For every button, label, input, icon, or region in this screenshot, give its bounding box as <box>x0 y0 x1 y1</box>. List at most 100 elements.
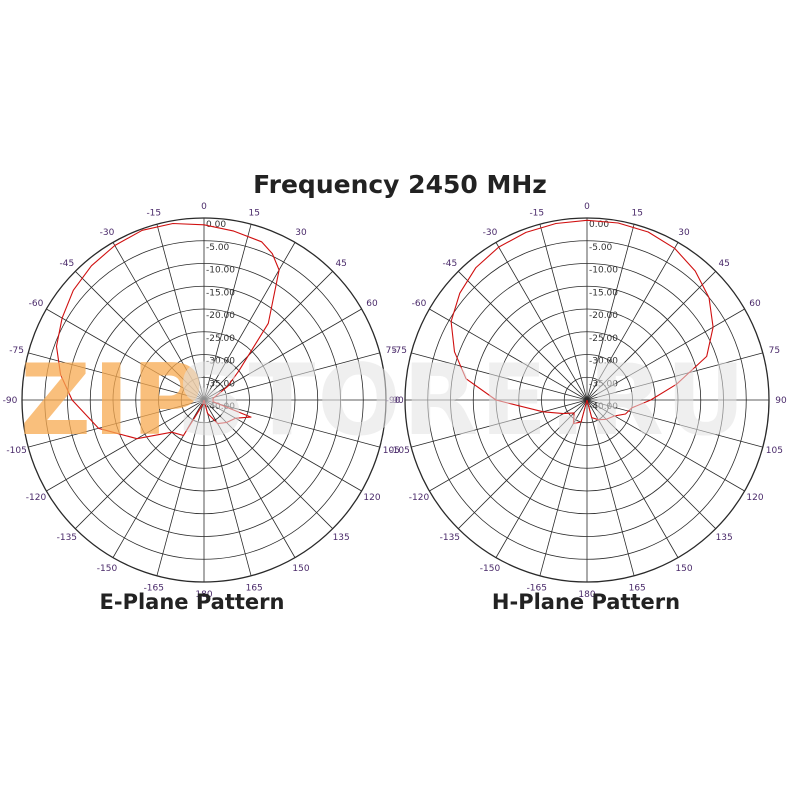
ring-value-label: -25.00 <box>589 334 618 344</box>
grid-spoke <box>75 271 205 401</box>
grid-spoke <box>203 308 362 401</box>
angle-tick-label: 45 <box>718 259 729 269</box>
angle-tick-label: 135 <box>333 533 350 543</box>
angle-tick-label: 180 <box>195 590 212 600</box>
grid-spoke <box>156 399 205 576</box>
angle-tick-label: 150 <box>675 564 692 574</box>
angle-tick-label: -135 <box>440 533 460 543</box>
grid-spoke <box>458 271 588 401</box>
angle-tick-label: -150 <box>97 564 118 574</box>
angle-tick-label: -90 <box>386 396 401 406</box>
angle-tick-label: 120 <box>363 493 380 503</box>
angle-tick-label: 180 <box>578 590 595 600</box>
grid-spoke <box>203 242 296 401</box>
angle-tick-label: -135 <box>57 533 77 543</box>
angle-tick-label: 15 <box>248 209 259 219</box>
ring-value-label: -35.00 <box>206 379 235 389</box>
angle-tick-label: 165 <box>246 583 263 593</box>
angle-tick-label: -60 <box>29 299 44 309</box>
angle-tick-label: -150 <box>480 564 501 574</box>
grid-spoke <box>46 399 205 492</box>
ring-value-label: 0.00 <box>206 220 226 230</box>
grid-spoke <box>28 352 205 401</box>
angle-tick-label: -30 <box>100 228 115 238</box>
angle-tick-label: -30 <box>483 228 498 238</box>
angle-tick-label: -45 <box>442 259 457 269</box>
ring-value-label: -20.00 <box>206 311 235 321</box>
ring-value-label: -5.00 <box>206 243 230 253</box>
grid-spoke <box>586 399 679 558</box>
angle-tick-label: -75 <box>9 346 24 356</box>
angle-tick-label: -60 <box>412 299 427 309</box>
grid-spoke <box>586 308 745 401</box>
grid-spoke <box>495 242 588 401</box>
angle-tick-label: -45 <box>59 259 74 269</box>
grid-spoke <box>586 399 745 492</box>
grid-spoke <box>112 242 205 401</box>
angle-tick-label: 30 <box>678 228 690 238</box>
angle-tick-label: 120 <box>746 493 763 503</box>
grid-spoke <box>411 399 588 448</box>
angle-tick-label: 75 <box>386 346 397 356</box>
grid-spoke <box>586 352 763 401</box>
angle-tick-label: 105 <box>766 446 783 456</box>
h-plane-title: H-Plane Pattern <box>491 590 681 614</box>
ring-value-label: -15.00 <box>206 288 235 298</box>
grid-spoke <box>46 308 205 401</box>
watermark-store: STORE.RU <box>176 344 748 458</box>
angle-tick-label: 150 <box>292 564 309 574</box>
grid-spoke <box>586 242 679 401</box>
page-title: Frequency 2450 MHz <box>253 170 547 199</box>
angle-tick-label: -15 <box>529 209 544 219</box>
grid-spoke <box>75 399 205 529</box>
grid-spoke <box>539 224 588 401</box>
grid-spoke <box>203 352 380 401</box>
pattern-trace <box>450 219 714 425</box>
grid-spoke <box>429 399 588 492</box>
angle-tick-label: 60 <box>749 299 761 309</box>
angle-tick-label: -75 <box>392 346 407 356</box>
grid-spoke <box>586 224 635 401</box>
angle-tick-label: 45 <box>335 259 346 269</box>
angle-tick-label: 75 <box>769 346 780 356</box>
grid-spoke <box>586 399 716 529</box>
grid-spoke <box>586 399 763 448</box>
grid-spoke <box>429 308 588 401</box>
angle-tick-label: -90 <box>3 396 18 406</box>
angle-tick-label: 0 <box>201 202 207 212</box>
angle-tick-label: -120 <box>409 493 430 503</box>
angle-tick-label: 30 <box>295 228 307 238</box>
grid-spoke <box>586 399 635 576</box>
angle-tick-label: 0 <box>584 202 590 212</box>
ring-value-label: 0.00 <box>589 220 609 230</box>
grid-spoke <box>203 399 380 448</box>
polar-chart-e-plane: 0153045607590105120135150165180-165-150-… <box>3 202 404 600</box>
grid-spoke <box>203 271 333 401</box>
ring-value-label: -10.00 <box>206 266 235 276</box>
angle-tick-label: 135 <box>716 533 733 543</box>
ring-value-label: -40.00 <box>206 402 235 412</box>
angle-tick-label: -105 <box>389 446 409 456</box>
angle-tick-label: 105 <box>383 446 400 456</box>
grid-spoke <box>586 271 716 401</box>
ring-value-label: -20.00 <box>589 311 618 321</box>
watermark-zip: ZIP <box>20 344 206 458</box>
angle-tick-label: -15 <box>146 209 161 219</box>
angle-tick-label: -120 <box>26 493 47 503</box>
angle-tick-label: 90 <box>392 396 404 406</box>
ring-value-label: -5.00 <box>589 243 613 253</box>
pattern-trace <box>55 222 280 440</box>
grid-spoke <box>495 399 588 558</box>
ring-value-label: -30.00 <box>206 357 235 367</box>
grid-spoke <box>458 399 588 529</box>
ring-value-label: -35.00 <box>589 379 618 389</box>
grid-spoke <box>203 224 252 401</box>
angle-tick-label: 60 <box>366 299 378 309</box>
ring-value-label: -15.00 <box>589 288 618 298</box>
polar-chart-h-plane: 0153045607590105120135150165180-165-150-… <box>386 202 787 600</box>
grid-spoke <box>539 399 588 576</box>
ring-value-label: -10.00 <box>589 266 618 276</box>
grid-spoke <box>411 352 588 401</box>
grid-spoke <box>28 399 205 448</box>
